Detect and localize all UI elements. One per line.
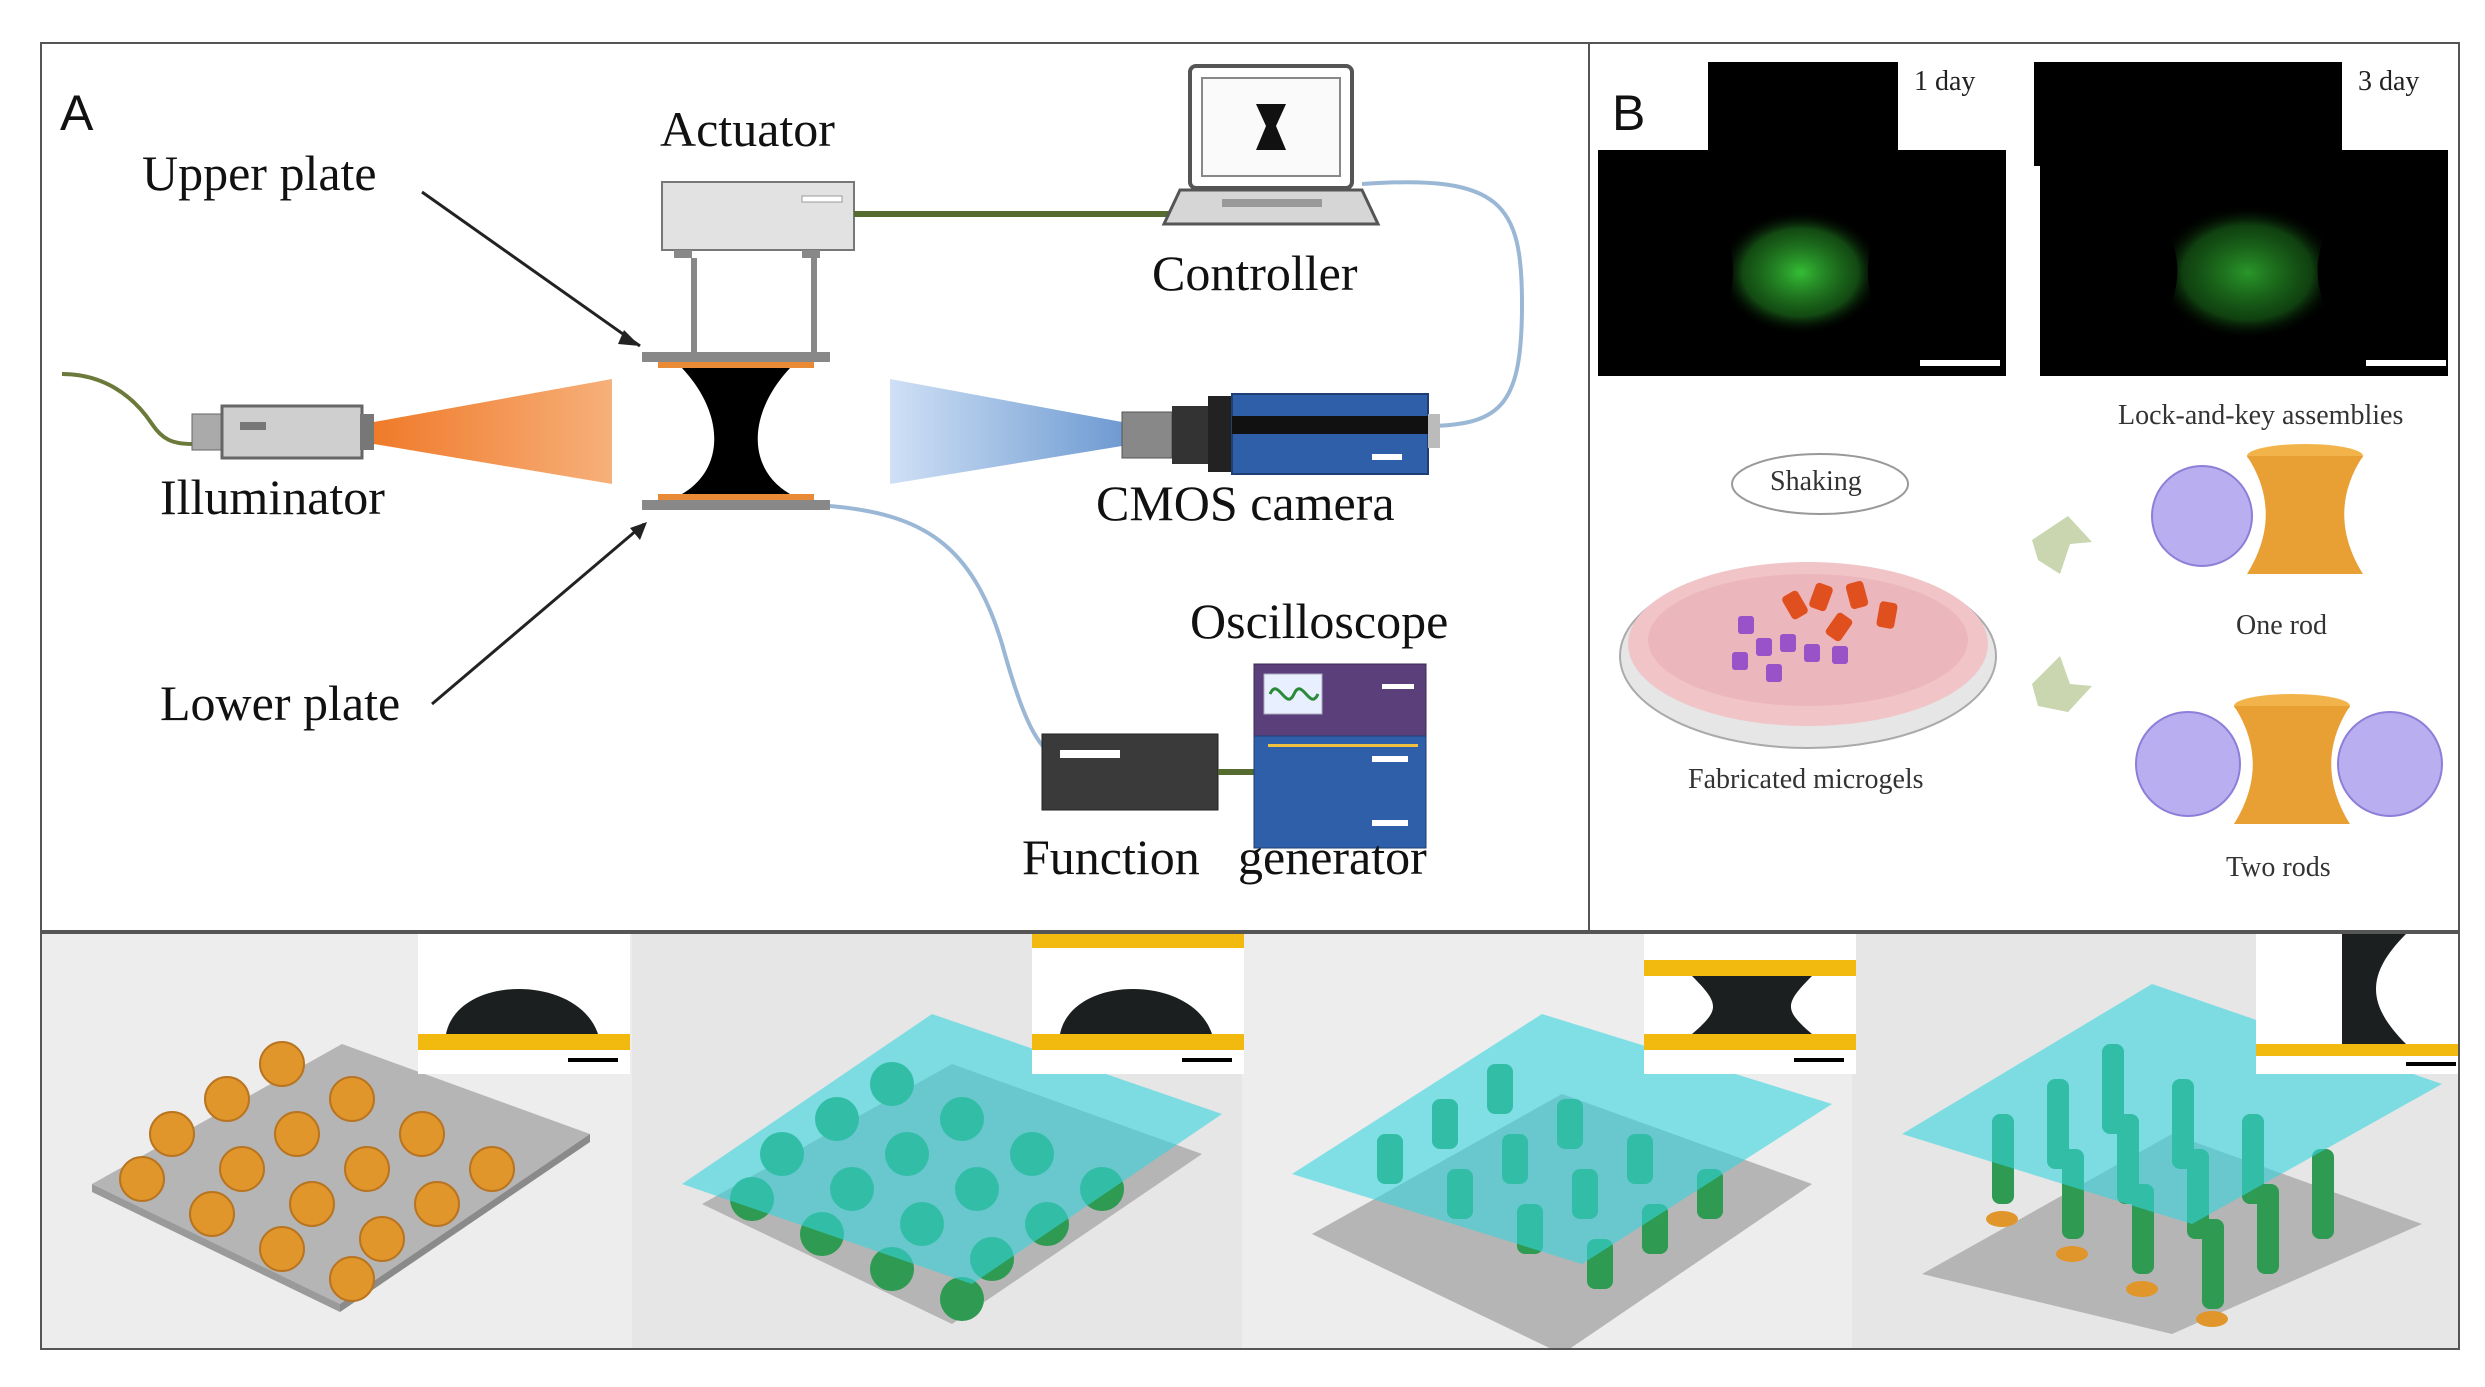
stage-3-stretch: [1292, 1014, 1832, 1348]
label-oscilloscope: Oscilloscope: [1190, 593, 1449, 649]
illuminator-device: [61, 372, 612, 484]
label-function: Function: [1022, 829, 1200, 885]
label-lower-plate: Lower plate: [160, 675, 401, 731]
panel-letter-a: A: [60, 85, 94, 141]
micrograph-tag-3-day: 3 day: [2344, 62, 2434, 102]
function-generator-device: [1041, 733, 1254, 811]
panel-c-fabrication: C: [40, 932, 2460, 1350]
label-lock-and-key: Lock-and-key assemblies: [2118, 400, 2404, 431]
label-fabricated-microgels: Fabricated microgels: [1688, 764, 1924, 795]
micrograph-3-day: [2040, 150, 2448, 376]
sample-stage: [642, 352, 830, 510]
stage-2-contact: [682, 1014, 1222, 1324]
label-shaking: Shaking: [1770, 466, 1862, 497]
inset-stage-2: [1032, 934, 1244, 1074]
panel-letter-b: B: [1612, 85, 1646, 141]
inset-stage-4: [2256, 934, 2458, 1074]
camera-cable: [1361, 180, 1525, 428]
one-rod-assembly: [2151, 444, 2363, 574]
upper-plate-arrow: [421, 190, 641, 348]
label-controller: Controller: [1152, 245, 1358, 301]
controller-laptop: [1161, 64, 1381, 226]
label-two-rods: Two rods: [2226, 852, 2331, 883]
micrograph-tag-1-day: 1 day: [1900, 62, 1990, 102]
assembly-diagram: [1619, 444, 2443, 824]
label-cmos-camera: CMOS camera: [1096, 475, 1395, 531]
two-rods-assembly: [2135, 694, 2443, 824]
micrograph-top-1: [1708, 62, 1898, 152]
label-upper-plate: Upper plate: [142, 145, 377, 201]
oscilloscope-device: [1253, 663, 1427, 849]
panel-a-setup: A: [40, 42, 1590, 932]
actuator-device: [661, 181, 855, 352]
lower-plate-arrow: [431, 522, 645, 706]
signal-cable: [829, 504, 1073, 768]
stage-1-droplets: [92, 1041, 590, 1312]
micrograph-1-day: [1598, 150, 2006, 376]
label-generator: generator: [1238, 829, 1427, 885]
setup-diagram: [61, 64, 1525, 849]
micrograph-top-2: [2034, 62, 2342, 166]
panel-b-microgels: B 1 day: [1590, 42, 2460, 932]
inset-stage-3: [1644, 934, 1856, 1074]
cmos-camera-device: [890, 379, 1440, 484]
scale-bar-1: [1920, 360, 2000, 366]
scale-bar-2: [2366, 360, 2446, 366]
label-actuator: Actuator: [660, 101, 835, 157]
label-one-rod: One rod: [2236, 610, 2327, 641]
fabrication-steps: [42, 934, 2458, 1348]
label-illuminator: Illuminator: [160, 469, 385, 525]
inset-stage-1: [418, 934, 630, 1074]
